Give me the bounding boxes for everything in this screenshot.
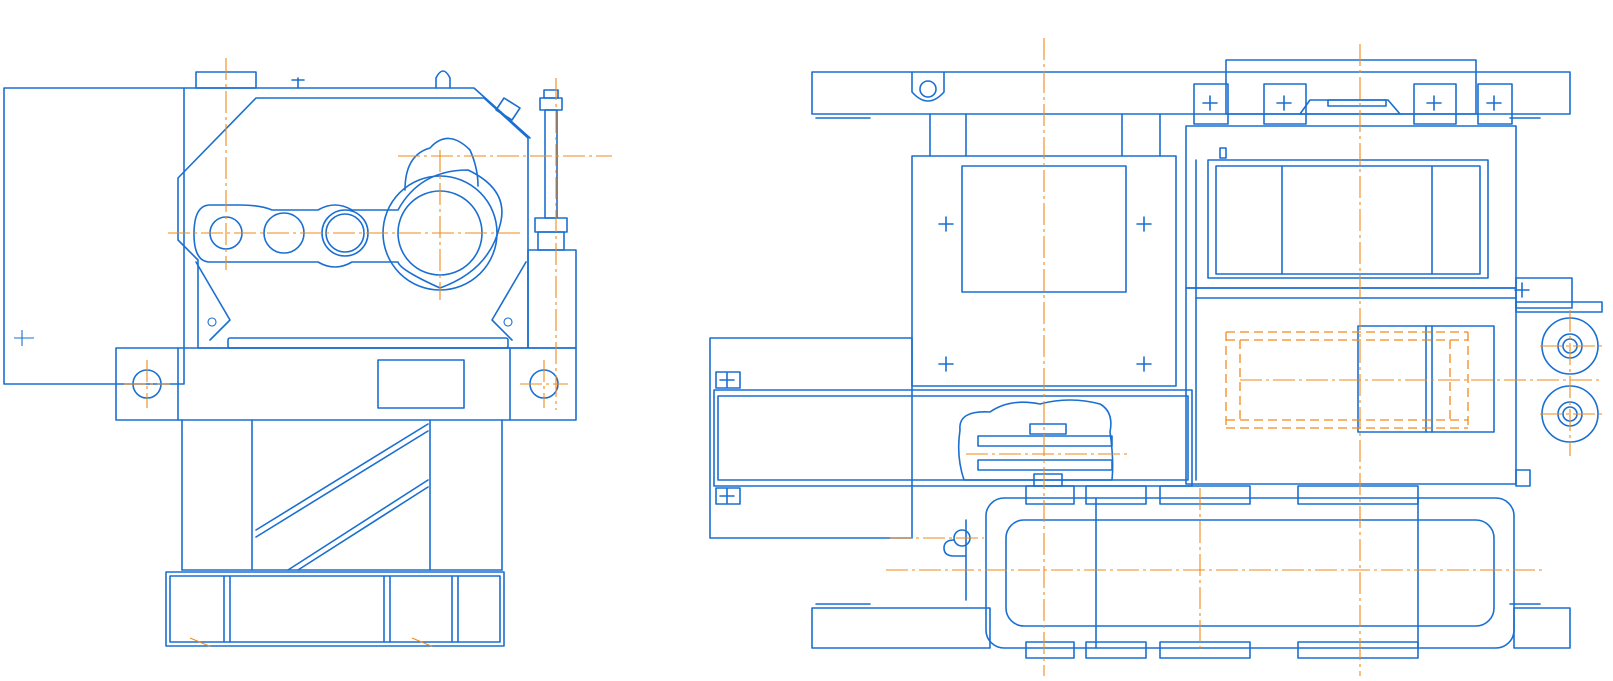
registration-cross xyxy=(719,372,735,388)
registration-cross xyxy=(1486,95,1502,111)
middle-housing xyxy=(1185,287,1517,485)
registration-marks xyxy=(719,95,1530,504)
registration-cross xyxy=(1276,95,1292,111)
registration-cross xyxy=(719,488,735,504)
top-rail xyxy=(811,71,1571,115)
conveyor-arm xyxy=(713,389,1193,487)
foot-frame xyxy=(165,571,505,647)
support-stand xyxy=(181,419,503,571)
side-view xyxy=(3,58,612,649)
registration-cross xyxy=(1514,282,1530,298)
registration-cross xyxy=(938,216,954,232)
nameplate xyxy=(377,359,465,409)
registration-cross xyxy=(1136,356,1152,372)
registration-cross xyxy=(1202,95,1218,111)
base-flange xyxy=(115,347,577,421)
upper-housing xyxy=(1185,125,1517,289)
front-view xyxy=(709,38,1606,676)
roller-cover xyxy=(957,399,1114,481)
gearbox-housing xyxy=(177,97,529,349)
bottom-rail-left xyxy=(811,607,991,649)
conveyor-arm-frame xyxy=(709,337,913,539)
registration-cross xyxy=(1136,216,1152,232)
motor-housing xyxy=(3,87,185,385)
registration-cross xyxy=(938,356,954,372)
registration-cross xyxy=(1426,95,1442,111)
